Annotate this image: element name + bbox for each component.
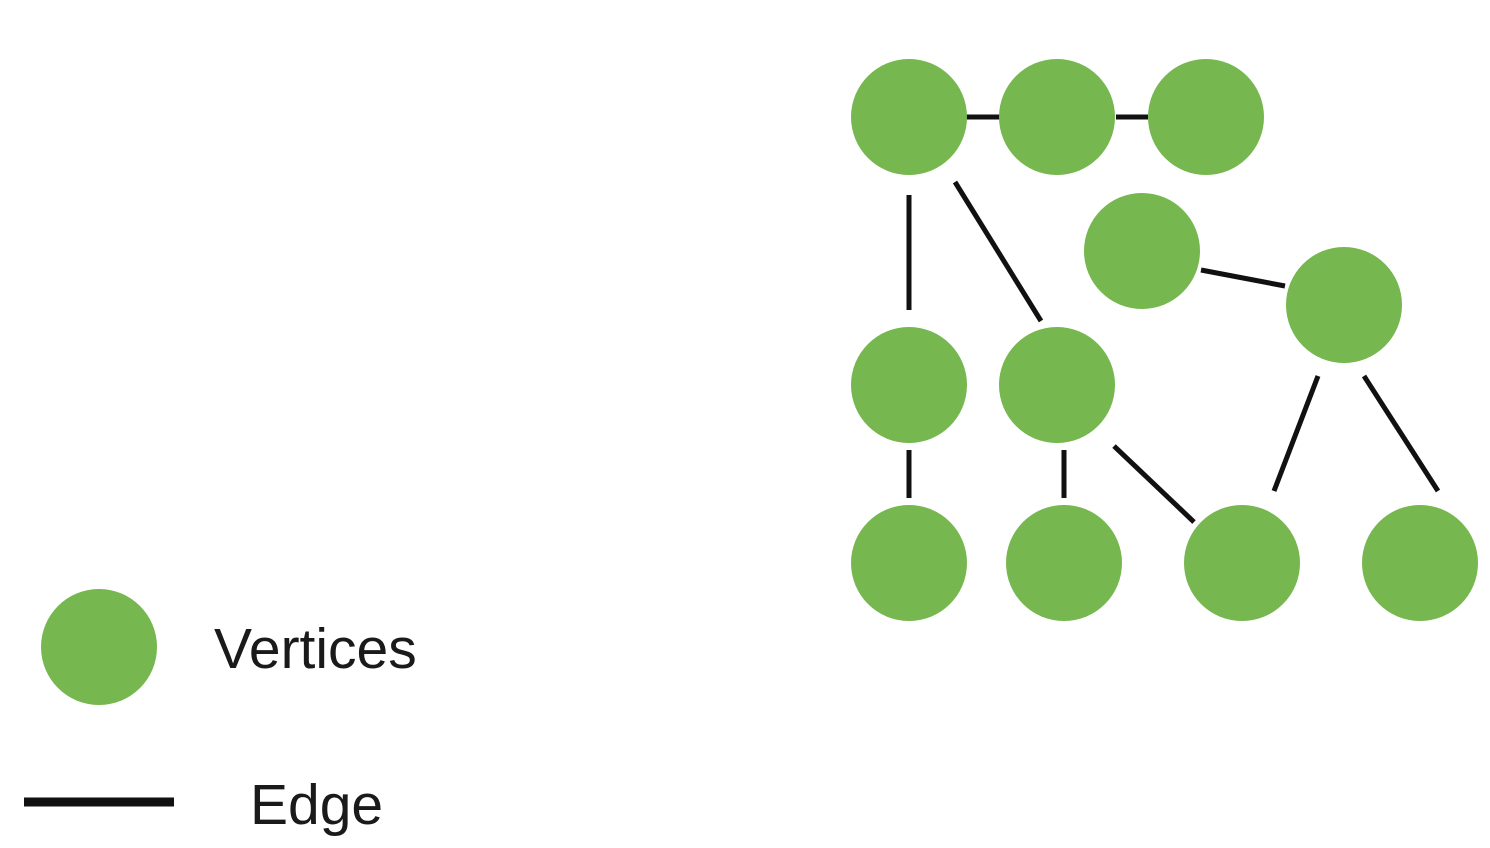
edge-v1-v7 [952, 180, 1044, 323]
vertex-v10 [1184, 505, 1300, 621]
vertex-v8 [851, 505, 967, 621]
edge-v5-v11 [1361, 374, 1441, 493]
vertex-v7 [999, 327, 1115, 443]
graph-edges [906, 114, 1441, 524]
vertex-v9 [1006, 505, 1122, 621]
vertex-v3 [1148, 59, 1264, 175]
vertex-v6 [851, 327, 967, 443]
vertex-v11 [1362, 505, 1478, 621]
legend-vertex-icon [41, 589, 157, 705]
legend: Vertices Edge [24, 589, 417, 837]
vertex-v1 [851, 59, 967, 175]
legend-edge-label: Edge [250, 773, 383, 837]
vertex-v5 [1286, 247, 1402, 363]
edge-v4-v5 [1200, 267, 1286, 289]
edge-v5-v10 [1271, 375, 1321, 492]
vertex-v4 [1084, 193, 1200, 309]
legend-vertex-label: Vertices [214, 617, 417, 681]
graph-vertices [851, 59, 1478, 621]
vertex-v2 [999, 59, 1115, 175]
edge-v7-v10 [1112, 444, 1196, 524]
